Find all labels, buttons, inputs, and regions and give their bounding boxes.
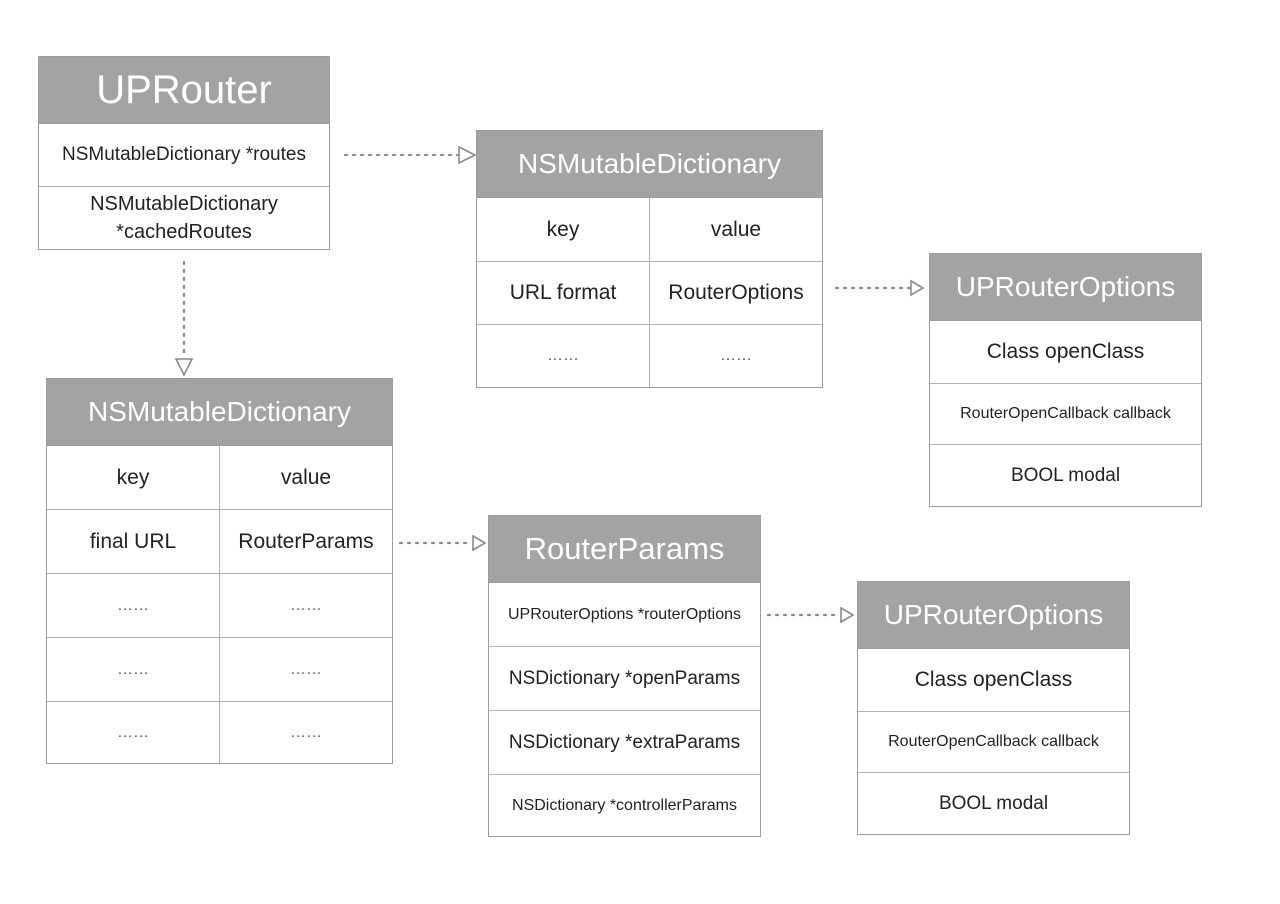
value-header-cell: value bbox=[219, 446, 392, 509]
uprouter-title: UPRouter bbox=[39, 57, 329, 124]
modal-field: BOOL modal bbox=[930, 444, 1201, 506]
cached-dictionary-row: …… …… bbox=[47, 637, 392, 701]
cached-dictionary-box: NSMutableDictionary key value final URL … bbox=[46, 378, 393, 764]
controller-params-field: NSDictionary *controllerParams bbox=[489, 774, 760, 836]
arrowhead-icon bbox=[472, 534, 487, 552]
cached-dictionary-row: …… …… bbox=[47, 573, 392, 637]
routes-dictionary-row: …… …… bbox=[477, 324, 822, 387]
arrowhead-icon bbox=[174, 358, 194, 377]
key-header-cell: key bbox=[546, 217, 580, 241]
value-cell: …… bbox=[219, 638, 392, 701]
cached-dictionary-row: …… …… bbox=[47, 701, 392, 763]
value-header-cell: value bbox=[649, 198, 822, 261]
callback-field: RouterOpenCallback callback bbox=[930, 383, 1201, 444]
router-options-bottom-title: UPRouterOptions bbox=[858, 582, 1129, 649]
uprouter-class-box: UPRouter NSMutableDictionary *routes NSM… bbox=[38, 56, 330, 250]
uprouter-routes-field: NSMutableDictionary *routes bbox=[62, 144, 306, 165]
routes-dictionary-box: NSMutableDictionary key value URL format… bbox=[476, 130, 823, 388]
key-cell: URL format bbox=[509, 281, 617, 304]
value-cell: …… bbox=[219, 702, 392, 763]
key-cell: …… bbox=[117, 723, 149, 741]
value-cell: RouterParams bbox=[219, 510, 392, 573]
cached-dictionary-header-row: key value bbox=[47, 446, 392, 509]
arrowhead-icon bbox=[840, 606, 855, 624]
cached-dictionary-title: NSMutableDictionary bbox=[47, 379, 392, 446]
router-params-title: RouterParams bbox=[489, 516, 760, 583]
value-cell: RouterOptions bbox=[649, 262, 822, 324]
router-options-top-title: UPRouterOptions bbox=[930, 254, 1201, 321]
routes-dictionary-title: NSMutableDictionary bbox=[477, 131, 822, 198]
key-header-cell: key bbox=[116, 465, 150, 489]
router-options-field: UPRouterOptions *routerOptions bbox=[508, 605, 741, 623]
router-options-top-box: UPRouterOptions Class openClass RouterOp… bbox=[929, 253, 1202, 507]
routes-dictionary-row: URL format RouterOptions bbox=[477, 261, 822, 324]
value-cell: …… bbox=[649, 325, 822, 387]
open-class-field: Class openClass bbox=[986, 340, 1145, 363]
callback-field: RouterOpenCallback callback bbox=[858, 711, 1129, 772]
key-cell: …… bbox=[117, 596, 149, 614]
routes-dictionary-header-row: key value bbox=[477, 198, 822, 261]
modal-field: BOOL modal bbox=[858, 772, 1129, 834]
open-class-field: Class openClass bbox=[914, 668, 1073, 691]
key-cell: final URL bbox=[89, 529, 177, 553]
extra-params-field: NSDictionary *extraParams bbox=[489, 710, 760, 774]
router-options-bottom-box: UPRouterOptions Class openClass RouterOp… bbox=[857, 581, 1130, 835]
arrowhead-icon bbox=[458, 145, 477, 165]
cached-dictionary-row: final URL RouterParams bbox=[47, 509, 392, 573]
key-cell: …… bbox=[547, 347, 579, 364]
key-cell: …… bbox=[117, 660, 149, 678]
arrowhead-icon bbox=[910, 279, 925, 297]
open-params-field: NSDictionary *openParams bbox=[489, 646, 760, 710]
value-cell: …… bbox=[219, 574, 392, 637]
router-params-box: RouterParams UPRouterOptions *routerOpti… bbox=[488, 515, 761, 837]
uprouter-cached-routes-field: NSMutableDictionary *cachedRoutes bbox=[39, 186, 329, 249]
